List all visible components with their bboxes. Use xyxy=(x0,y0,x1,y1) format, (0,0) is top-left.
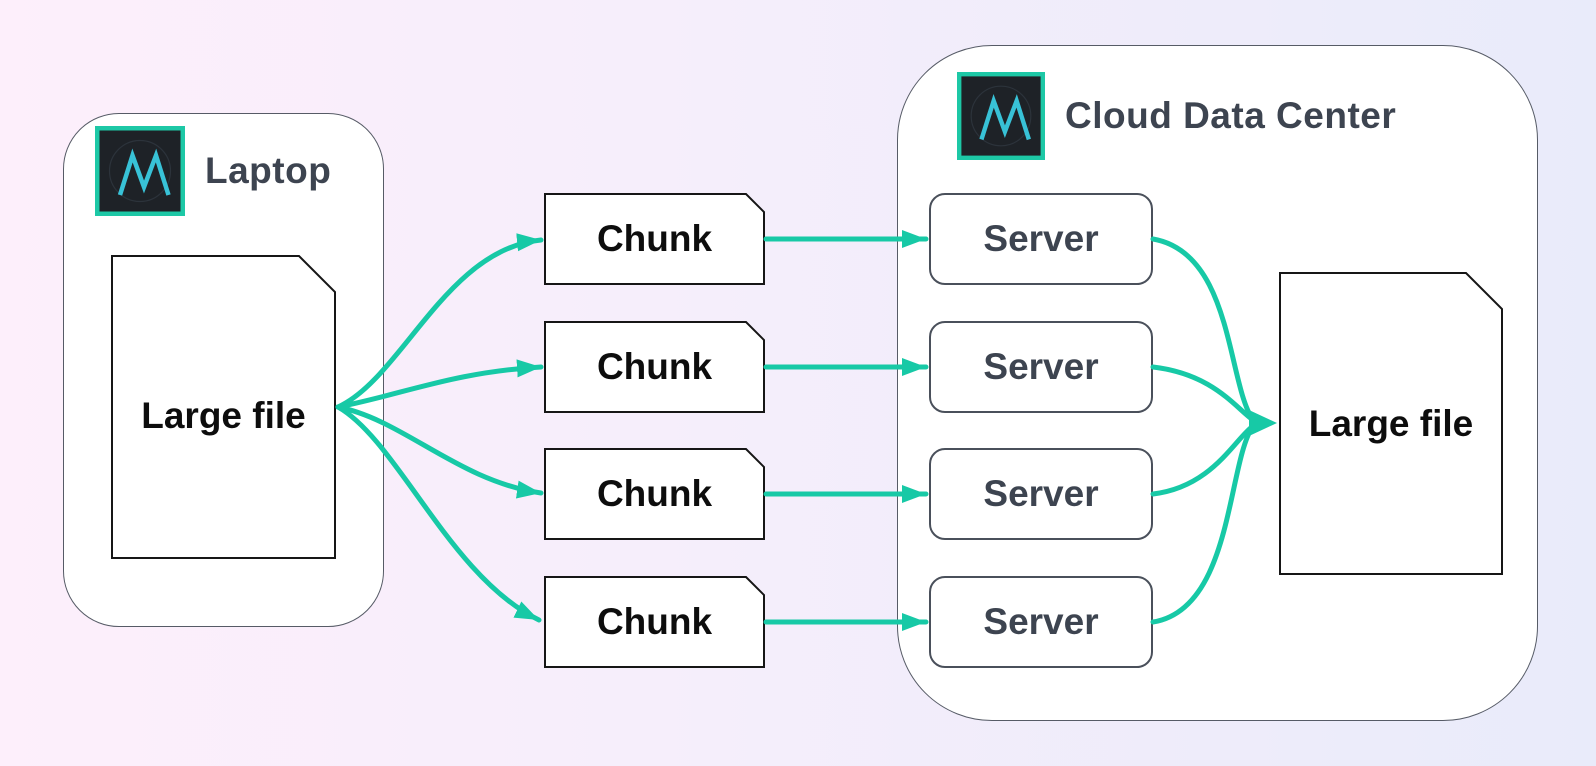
chunk-label: Chunk xyxy=(596,346,713,387)
server-node-2: Server xyxy=(929,321,1153,413)
chunk-label: Chunk xyxy=(596,473,713,514)
laptop-group-title: Laptop xyxy=(205,150,332,191)
source-large-file-node: Large file xyxy=(111,255,336,559)
server-node-4: Server xyxy=(929,576,1153,668)
chunk-node-2: Chunk xyxy=(544,321,765,413)
cloud-group-header: Cloud Data Center xyxy=(957,72,1396,160)
document-shape xyxy=(544,448,765,540)
mermaid-logo-icon xyxy=(95,126,185,216)
chunk-label: Chunk xyxy=(596,601,713,642)
chunk-node-4: Chunk xyxy=(544,576,765,668)
source-large-file-label: Large file xyxy=(141,395,306,436)
dest-large-file-node: Large file xyxy=(1279,272,1503,575)
server-node-1: Server xyxy=(929,193,1153,285)
document-shape xyxy=(1279,272,1503,575)
document-shape xyxy=(111,255,336,559)
chunk-node-3: Chunk xyxy=(544,448,765,540)
document-shape xyxy=(544,321,765,413)
chunk-node-1: Chunk xyxy=(544,193,765,285)
document-shape xyxy=(544,576,765,668)
server-node-3: Server xyxy=(929,448,1153,540)
chunk-label: Chunk xyxy=(596,218,713,259)
dest-large-file-label: Large file xyxy=(1308,402,1474,444)
document-shape xyxy=(544,193,765,285)
laptop-group-header: Laptop xyxy=(95,126,331,216)
cloud-group-title: Cloud Data Center xyxy=(1065,95,1397,136)
mermaid-logo-icon xyxy=(957,72,1045,160)
